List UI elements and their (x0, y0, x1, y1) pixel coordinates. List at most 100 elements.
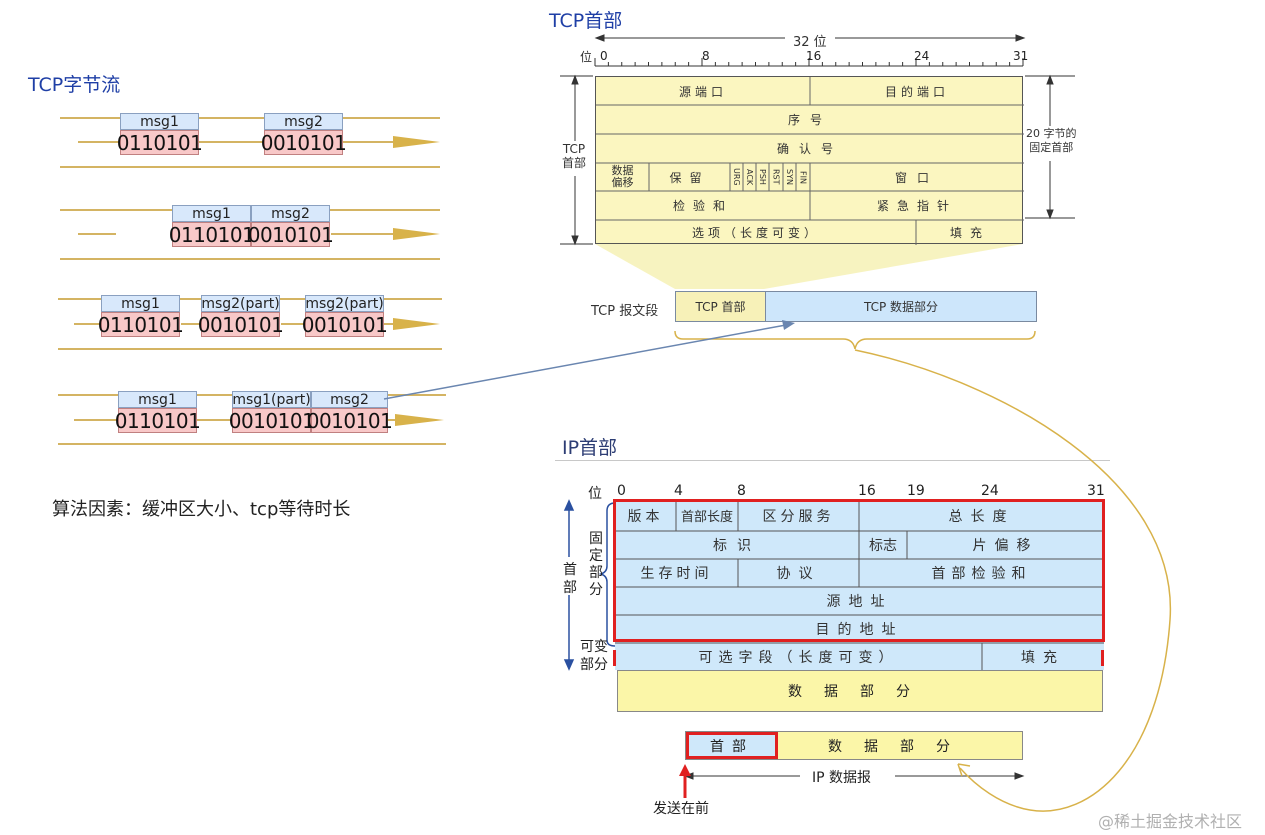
msg-bits: 0010101 (247, 222, 334, 247)
tcp-segment-header: TCP 首部 (676, 292, 766, 321)
msg-label: msg2(part) (201, 295, 280, 312)
send-first-label: 发送在前 (653, 801, 709, 817)
ip-data-part: 数据部分 (617, 670, 1103, 712)
ip-datagram: 首部 数据部分 (685, 731, 1023, 760)
tcp-padding: 填充 (949, 226, 990, 240)
msg-bits: 0110101 (116, 130, 203, 155)
ip-header-checksum: 首部检验和 (931, 566, 1032, 582)
tcp-fixed-label: 20 字节的 固定首部 (1026, 127, 1077, 155)
tcp-checksum: 检验和 (672, 199, 733, 213)
tcp-side-label: TCP 首部 (562, 142, 587, 170)
tcp-flag-syn: SYN (785, 169, 794, 185)
ip-side-var: 可变 部分 (580, 638, 608, 674)
msg-label: msg2 (311, 391, 388, 408)
ip-fragment-offset: 片偏移 (972, 538, 1039, 554)
msg-bits: 0010101 (301, 312, 388, 337)
tcp-tick: 24 (914, 49, 930, 63)
ip-fixed-part-highlight (613, 499, 1105, 642)
ip-ttl: 生存时间 (640, 566, 713, 582)
msg-label: msg2 (264, 113, 343, 130)
msg-bits: 0010101 (260, 130, 347, 155)
msg-label: msg1 (120, 113, 199, 130)
tcp-data-offset: 数据 偏移 (596, 163, 649, 191)
tcp-ruler-and-guides (560, 34, 1075, 350)
ip-total-length: 总长度 (948, 508, 1015, 525)
ip-tick: 16 (858, 483, 876, 499)
tcp-grid (596, 77, 1024, 245)
msg-label: msg2 (251, 205, 330, 222)
ip-src-address: 源地址 (826, 594, 893, 610)
msg-label: msg1 (172, 205, 251, 222)
tcp-tick: 8 (702, 49, 710, 63)
byte-stream-title: TCP字节流 (28, 74, 121, 96)
ip-dst-address: 目的地址 (815, 622, 904, 638)
tcp-dst-port: 目的端口 (884, 84, 949, 99)
ip-bit-label: 位 (588, 486, 602, 502)
tcp-seq: 序号 (787, 113, 832, 127)
ip-tick: 4 (674, 483, 683, 499)
ip-header-title: IP首部 (562, 437, 618, 459)
tcp-flag-rst: RST (771, 169, 781, 185)
watermark: @稀土掘金技术社区 (1098, 812, 1243, 831)
tcp-flag-psh: PSH (758, 169, 767, 185)
ip-identification: 标识 (713, 538, 761, 554)
ip-var-marker-right (1101, 650, 1105, 666)
msg-label: msg2(part) (305, 295, 384, 312)
ip-tick: 19 (907, 483, 925, 499)
tcp-ack: 确认号 (776, 142, 843, 156)
msg-bits: 0110101 (97, 312, 184, 337)
msg-label: msg1(part) (232, 391, 311, 408)
tcp-segment-data: TCP 数据部分 (766, 292, 1036, 321)
ip-tick: 24 (981, 483, 999, 499)
msg-bits: 0010101 (197, 312, 284, 337)
msg-label: msg1 (101, 295, 180, 312)
tcp-data-offset-line: 数据 (611, 164, 634, 177)
tcp-flag-fin: FIN (798, 170, 808, 184)
tcp-fixed-label-line: 固定首部 (1029, 141, 1074, 154)
tcp-side-label-line: TCP (562, 142, 586, 156)
tcp-window: 窗口 (894, 170, 939, 185)
ip-tick: 8 (737, 483, 746, 499)
msg-bits: 0110101 (168, 222, 255, 247)
ip-side-fixed: 固定部分 (589, 531, 603, 598)
tcp-data-offset-line: 偏移 (611, 176, 634, 189)
tcp-header-table: 源端口 目的端口 序号 确认号 数据 偏移 保留 URG ACK PSH RST… (595, 76, 1024, 245)
tcp-segment-label: TCP 报文段 (591, 304, 659, 319)
ip-tick: 31 (1087, 483, 1105, 499)
tcp-32bit-label: 32 位 (790, 31, 830, 50)
ip-tick: 0 (617, 483, 626, 499)
ip-datagram-guides (679, 764, 1025, 798)
tcp-urgent-pointer: 紧急指针 (876, 199, 957, 213)
ip-side-var-line: 部分 (580, 657, 608, 673)
ip-options: 可选字段（长度可变） (698, 649, 899, 666)
ip-var-marker-left (613, 650, 617, 666)
tcp-reserved: 保留 (669, 170, 710, 185)
tcp-tick: 31 (1013, 49, 1029, 63)
ip-grid (615, 500, 1104, 670)
ip-version: 版本 (627, 508, 664, 525)
tcp-segment: TCP 首部 TCP 数据部分 (675, 291, 1037, 322)
ip-tos: 区分服务 (762, 508, 835, 525)
ip-side-var-line: 可变 (580, 639, 608, 655)
tcp-src-port: 源端口 (678, 84, 727, 99)
ip-datagram-header: 首部 (686, 732, 778, 759)
msg-bits: 0110101 (114, 408, 201, 433)
tcp-side-label-line: 首部 (562, 156, 587, 170)
ip-header-length: 首部长度 (680, 510, 733, 525)
tcp-tick: 0 (600, 49, 608, 63)
msg-bits: 0010101 (306, 408, 393, 433)
tcp-tick: 16 (806, 49, 822, 63)
tcp-flag-ack: ACK (745, 168, 754, 186)
tcp-fixed-label-line: 20 字节的 (1026, 127, 1077, 140)
ip-padding: 填充 (1021, 649, 1065, 666)
msg-label: msg1 (118, 391, 197, 408)
ip-title-divider (555, 460, 1110, 461)
ip-datagram-data: 数据部分 (828, 738, 972, 755)
ip-protocol: 协议 (776, 566, 821, 582)
tcp-options: 选项（长度可变） (691, 226, 820, 240)
msg-bits: 0010101 (228, 408, 315, 433)
tcp-bit-label: 位 (580, 50, 593, 64)
ip-side-guides (563, 499, 616, 671)
algorithm-note: 算法因素：缓冲区大小、tcp等待时长 (52, 499, 351, 520)
